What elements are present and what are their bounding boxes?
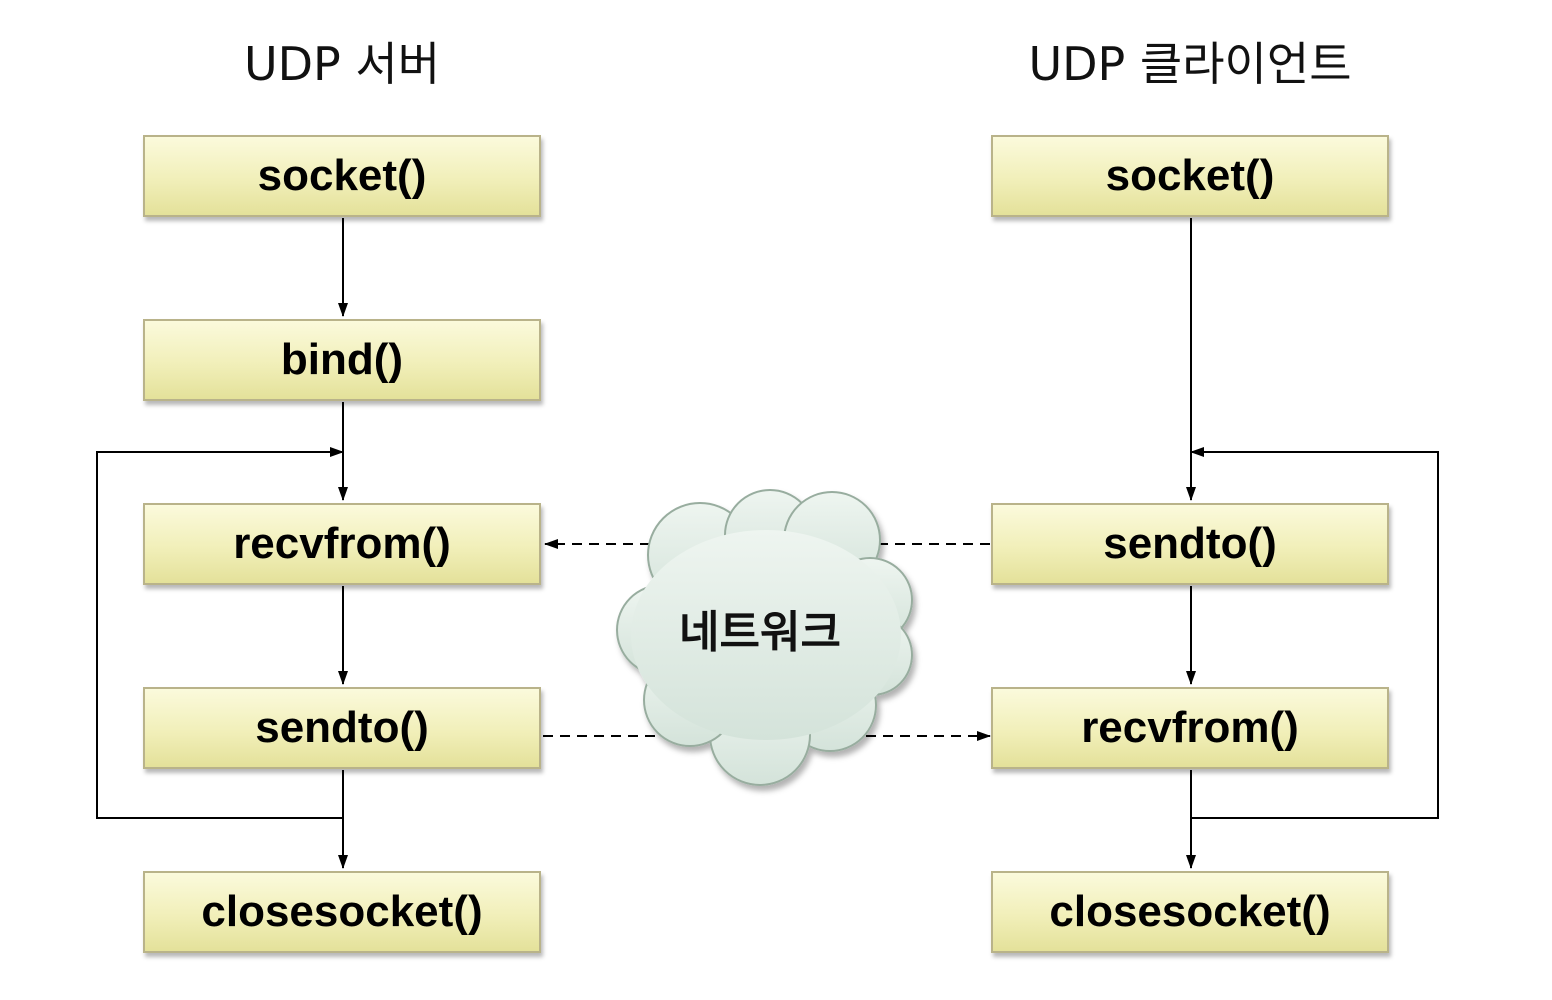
client-title: UDP 클라이언트 [1028, 37, 1352, 91]
server-recvfrom-box: recvfrom() [143, 503, 541, 585]
server-closesocket-box: closesocket() [143, 871, 541, 953]
client-socket-box: socket() [991, 135, 1389, 217]
client-loop-line [1190, 447, 1439, 819]
server-sendto-box: sendto() [143, 687, 541, 769]
client-sendto-box: sendto() [991, 503, 1389, 585]
client-closesocket-box: closesocket() [991, 871, 1389, 953]
network-cloud-icon [616, 489, 913, 786]
server-title: UDP 서버 [243, 37, 441, 91]
server-loop-line [96, 447, 344, 819]
client-recvfrom-box: recvfrom() [991, 687, 1389, 769]
server-bind-box: bind() [143, 319, 541, 401]
server-socket-box: socket() [143, 135, 541, 217]
network-label: 네트워크 [679, 607, 841, 658]
